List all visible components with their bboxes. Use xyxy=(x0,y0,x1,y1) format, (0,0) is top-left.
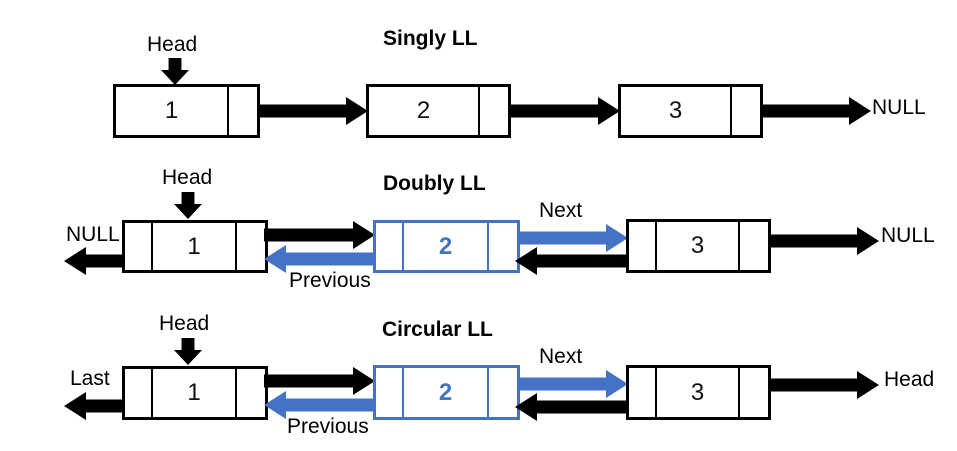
prev-pointer-cell xyxy=(376,368,404,417)
null-label: NULL xyxy=(881,224,935,247)
next-pointer-cell xyxy=(480,87,508,135)
node-2: 2 xyxy=(366,84,511,138)
next-arrow-icon xyxy=(264,367,375,395)
prev-pointer-cell xyxy=(629,222,657,270)
next-pointer-cell xyxy=(489,223,517,270)
head-pointer-down-arrow-icon xyxy=(174,338,202,365)
head-label: Head xyxy=(162,166,213,189)
last-arrow-icon xyxy=(64,392,124,420)
null-arrow-icon xyxy=(769,227,879,255)
prev-pointer-cell xyxy=(125,223,153,270)
null-label: NULL xyxy=(872,96,926,119)
node-1: 1 xyxy=(122,366,268,420)
node-value: 1 xyxy=(153,223,237,270)
next-pointer-cell xyxy=(229,87,257,135)
previous-label: Previous xyxy=(287,415,369,438)
section-title: Circular LL xyxy=(382,318,493,341)
node-2: 2 xyxy=(373,220,520,273)
previous-arrow-icon xyxy=(515,247,628,275)
node-value: 1 xyxy=(116,87,229,135)
next-arrow-icon xyxy=(257,97,368,125)
prev-pointer-cell xyxy=(629,368,657,417)
next-pointer-cell xyxy=(740,222,768,270)
node-value: 2 xyxy=(404,368,489,417)
next-pointer-cell xyxy=(740,368,768,417)
previous-label: Previous xyxy=(289,269,371,292)
node-3: 3 xyxy=(626,219,771,273)
head-pointer-down-arrow-icon xyxy=(174,192,202,219)
node-value: 2 xyxy=(369,87,480,135)
left-null-label: NULL xyxy=(66,223,120,246)
previous-arrow-icon xyxy=(515,393,628,421)
next-arrow-icon xyxy=(264,221,375,249)
next-pointer-cell xyxy=(237,223,265,270)
next-label: Next xyxy=(539,199,583,222)
head-label: Head xyxy=(147,33,198,56)
head-pointer-down-arrow-icon xyxy=(161,58,189,85)
node-1: 1 xyxy=(122,220,268,273)
prev-pointer-cell xyxy=(125,369,153,417)
next-arrow-icon xyxy=(517,224,628,252)
node-3: 3 xyxy=(618,84,763,138)
node-1: 1 xyxy=(113,84,260,138)
null-arrow-icon xyxy=(761,97,871,125)
node-value: 3 xyxy=(621,87,732,135)
node-value: 2 xyxy=(404,223,489,270)
section-title: Singly LL xyxy=(383,27,478,50)
next-arrow-icon xyxy=(508,97,620,125)
node-value: 3 xyxy=(657,368,740,417)
prev-pointer-cell xyxy=(376,223,404,270)
node-2: 2 xyxy=(373,365,520,420)
next-pointer-cell xyxy=(732,87,760,135)
next-pointer-cell xyxy=(489,368,517,417)
section-title: Doubly LL xyxy=(383,172,486,195)
next-pointer-cell xyxy=(237,369,265,417)
node-value: 3 xyxy=(657,222,740,270)
node-3: 3 xyxy=(626,365,771,420)
last-label: Last xyxy=(70,367,110,390)
head-label: Head xyxy=(159,312,210,335)
next-arrow-icon xyxy=(517,370,628,398)
next-label: Next xyxy=(539,345,583,368)
node-value: 1 xyxy=(153,369,237,417)
head-loop-arrow-icon xyxy=(769,371,879,399)
head-loop-label: Head xyxy=(884,368,935,391)
prev-null-arrow-icon xyxy=(64,247,124,275)
